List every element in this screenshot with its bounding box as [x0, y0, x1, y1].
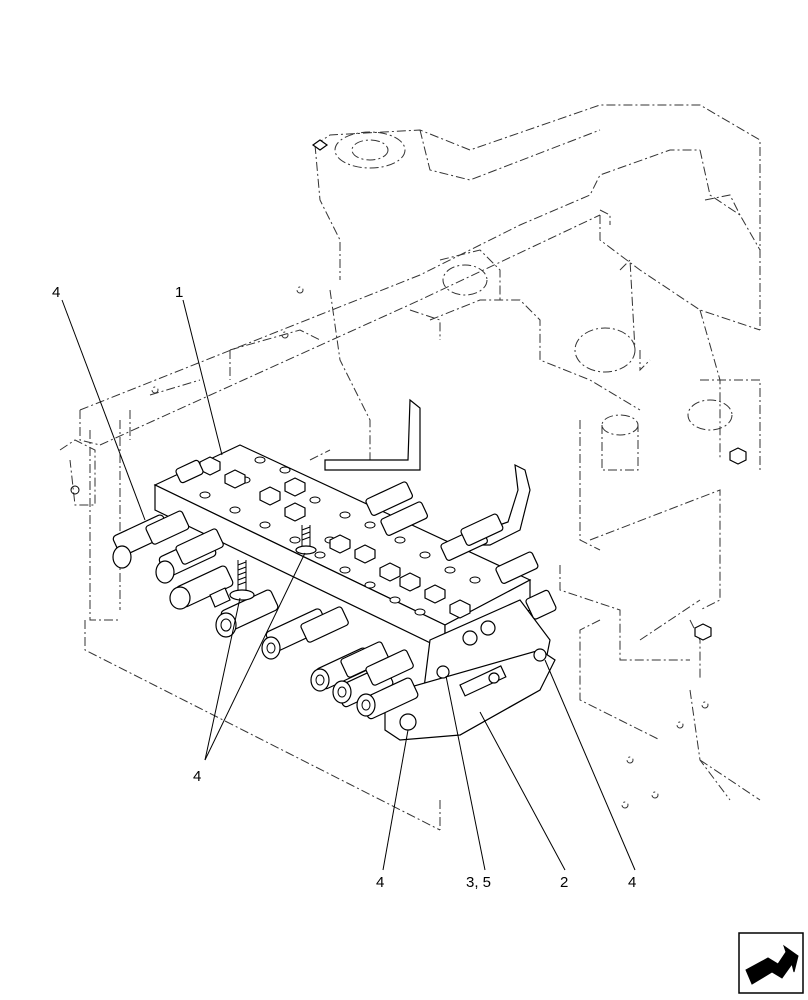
leader-2: [479, 711, 566, 871]
hydraulic-fittings: [112, 459, 557, 720]
leader-4d: [544, 659, 636, 871]
leader-4a: [61, 299, 146, 521]
leader-4b-stud1: [204, 597, 241, 761]
leader-1: [182, 299, 223, 456]
callout-4-studs: 4: [193, 768, 201, 785]
next-page-arrow-icon[interactable]: [738, 932, 804, 994]
callout-4-lower-right: 4: [628, 874, 636, 891]
leader-4b-stud2: [204, 552, 306, 761]
frame-bolts: [311, 139, 747, 641]
callout-4-upper-left: 4: [52, 284, 60, 301]
control-valve-body: [153, 444, 556, 741]
callout-4-lower: 4: [376, 874, 384, 891]
valve-hex-bolts: [199, 456, 471, 619]
leader-3-5: [445, 675, 486, 871]
leader-lines: [61, 299, 636, 871]
leader-4c: [382, 729, 409, 871]
mounting-studs: [209, 525, 317, 608]
callout-3-5: 3, 5: [466, 874, 491, 891]
bracket-plates: [324, 398, 531, 546]
callout-2: 2: [560, 874, 568, 891]
chassis-frame: [59, 104, 761, 831]
callout-1: 1: [175, 284, 183, 301]
